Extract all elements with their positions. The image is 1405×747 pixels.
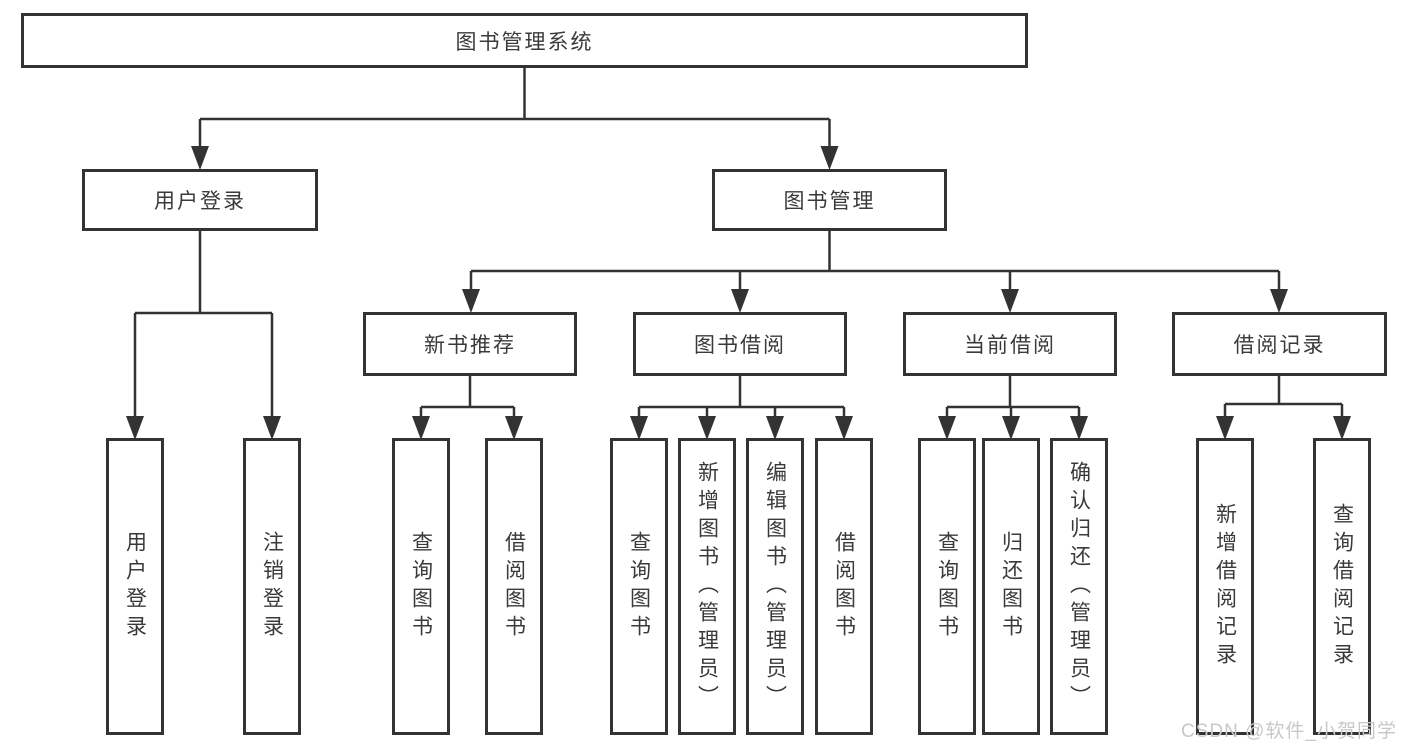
- node-label: 用户登录: [154, 190, 246, 213]
- arrowhead-icon: [1333, 416, 1351, 440]
- node-confirm-return-admin: 确认归还（管理员）: [1050, 438, 1108, 735]
- node-label: 查询图书: [627, 530, 651, 643]
- node-label: 借阅图书: [502, 530, 526, 643]
- node-label: 借阅记录: [1233, 334, 1326, 357]
- node-return-books: 归还图书: [982, 438, 1040, 735]
- arrowhead-icon: [1070, 416, 1088, 440]
- arrowhead-icon: [630, 416, 648, 440]
- node-edit-book-admin: 编辑图书（管理员）: [746, 438, 804, 735]
- node-add-borrow-record: 新增借阅记录: [1196, 438, 1254, 735]
- arrowhead-icon: [412, 416, 430, 440]
- node-label: 查询图书: [409, 530, 433, 643]
- arrowhead-icon: [505, 416, 523, 440]
- node-label: 新增图书（管理员）: [695, 460, 719, 713]
- node-label: 新增借阅记录: [1213, 502, 1237, 671]
- node-current-borrowing: 当前借阅: [903, 312, 1117, 376]
- arrowhead-icon: [731, 289, 749, 313]
- node-label: 图书管理: [783, 190, 876, 213]
- node-label: 用户登录: [123, 530, 147, 643]
- node-query-books-borrow: 查询图书: [610, 438, 668, 735]
- arrowhead-icon: [835, 416, 853, 440]
- arrowhead-icon: [1001, 289, 1019, 313]
- connector-currentborrow-to-leaves: [945, 376, 1081, 420]
- arrowhead-icon: [191, 146, 209, 170]
- node-label: 编辑图书（管理员）: [763, 460, 787, 713]
- node-label: 图书借阅: [694, 334, 786, 357]
- node-label: 当前借阅: [964, 334, 1056, 357]
- arrowhead-icon: [766, 416, 784, 440]
- node-label: 新书推荐: [424, 334, 516, 357]
- arrowhead-icon: [698, 416, 716, 440]
- node-borrowing-records: 借阅记录: [1172, 312, 1387, 376]
- arrowhead-icon: [820, 146, 839, 170]
- connector-borrowrecord-to-leaves: [1223, 376, 1344, 420]
- node-add-book-admin: 新增图书（管理员）: [678, 438, 736, 735]
- arrowhead-icon: [1216, 416, 1234, 440]
- node-label: 查询图书: [935, 530, 959, 643]
- arrowhead-icons: [126, 146, 1351, 440]
- arrowhead-icon: [263, 416, 281, 440]
- arrowhead-icon: [1002, 416, 1020, 440]
- node-query-books-current: 查询图书: [918, 438, 976, 735]
- node-user-login-group: 用户登录: [82, 169, 318, 231]
- node-logout: 注销登录: [243, 438, 301, 735]
- node-borrow-books: 借阅图书: [815, 438, 873, 735]
- node-book-borrowing: 图书借阅: [633, 312, 847, 376]
- node-book-management-system: 图书管理系统: [21, 13, 1028, 68]
- node-book-management: 图书管理: [712, 169, 947, 231]
- connector-root-to-level2: [198, 68, 831, 150]
- node-label: 借阅图书: [832, 530, 856, 643]
- node-label: 图书管理系统: [455, 30, 594, 54]
- node-user-login: 用户登录: [106, 438, 164, 735]
- connector-newbook-to-leaves: [419, 376, 516, 420]
- node-borrow-books-recommend: 借阅图书: [485, 438, 543, 735]
- node-label: 归还图书: [999, 530, 1023, 643]
- node-new-book-recommendation: 新书推荐: [363, 312, 577, 376]
- node-label: 确认归还（管理员）: [1067, 460, 1091, 713]
- node-label: 注销登录: [260, 530, 284, 643]
- arrowhead-icon: [126, 416, 144, 440]
- node-query-books-recommend: 查询图书: [392, 438, 450, 735]
- arrowhead-icon: [938, 416, 956, 440]
- connector-bookmgmt-to-level3: [469, 231, 1281, 292]
- watermark-text: CSDN @软件_小贺同学: [1181, 721, 1397, 742]
- arrowhead-icon: [1270, 289, 1288, 313]
- connector-bookborrow-to-leaves: [637, 376, 846, 420]
- node-query-borrow-record: 查询借阅记录: [1313, 438, 1371, 735]
- arrowhead-icon: [462, 289, 480, 313]
- connector-userlogin-to-leaves: [133, 231, 274, 420]
- node-label: 查询借阅记录: [1330, 502, 1354, 671]
